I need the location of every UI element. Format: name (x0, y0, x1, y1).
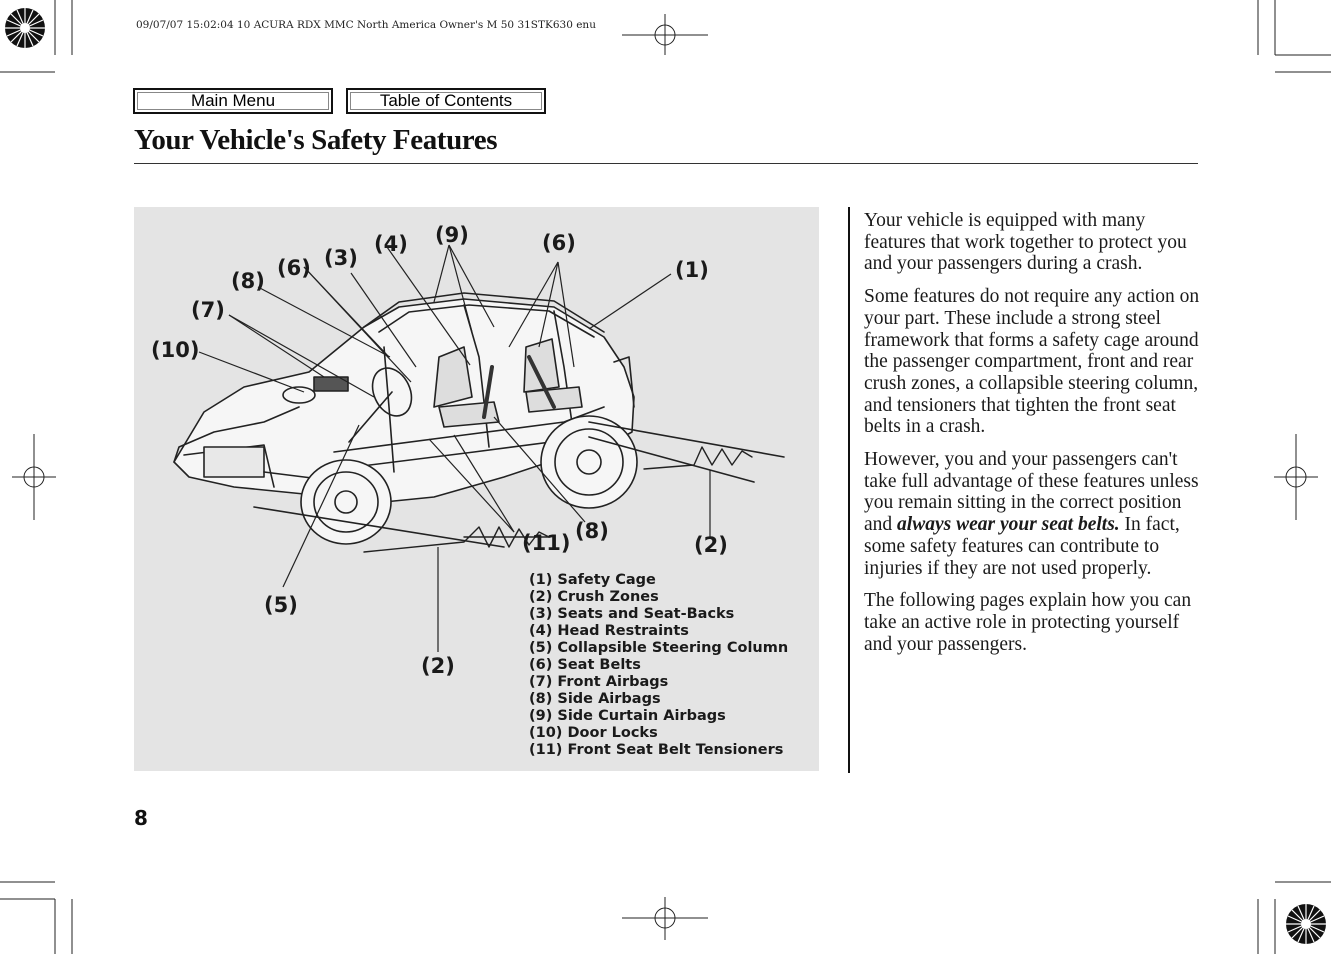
vehicle-cutaway-illustration (173, 244, 785, 652)
emphasis-text: always wear your seat belts. (897, 514, 1120, 536)
callout-8-top: (8) (231, 269, 265, 293)
legend-item: (8) Side Airbags (529, 691, 661, 707)
callout-6-front: (6) (277, 256, 311, 280)
body-text: Your vehicle is equipped with many featu… (864, 210, 1204, 666)
legend-item: (1) Safety Cage (529, 572, 656, 588)
page-title: Your Vehicle's Safety Features (134, 124, 498, 156)
legend-item: (11) Front Seat Belt Tensioners (529, 742, 784, 758)
paragraph-intro: Your vehicle is equipped with many featu… (864, 210, 1187, 275)
main-menu-button[interactable]: Main Menu (133, 88, 333, 114)
starburst-mark-top-left (5, 8, 45, 48)
legend-item: (3) Seats and Seat-Backs (529, 606, 735, 622)
registration-mark-top (622, 14, 708, 55)
callout-1: (1) (675, 258, 709, 282)
print-metadata: 09/07/07 15:02:04 10 ACURA RDX MMC North… (136, 19, 596, 31)
callout-6-rear: (6) (542, 231, 576, 255)
legend-item: (4) Head Restraints (529, 623, 689, 639)
callout-9: (9) (435, 223, 469, 247)
legend-item: (7) Front Airbags (529, 674, 669, 690)
callout-7: (7) (191, 298, 225, 322)
page-number: 8 (134, 806, 148, 830)
callout-5: (5) (264, 593, 298, 617)
registration-mark-left (12, 434, 56, 520)
paragraph-seat-belts: However, you and your passengers can't t… (864, 449, 1204, 579)
legend-item: (2) Crush Zones (529, 589, 659, 605)
callout-2-front: (2) (421, 654, 455, 678)
callout-8-bottom: (8) (575, 519, 609, 543)
callout-2-rear: (2) (694, 533, 728, 557)
legend-item: (10) Door Locks (529, 725, 658, 741)
column-divider (848, 207, 850, 773)
legend-item: (6) Seat Belts (529, 657, 641, 673)
table-of-contents-button[interactable]: Table of Contents (346, 88, 546, 114)
starburst-mark-bottom-right (1286, 904, 1326, 944)
paragraph-active-role: The following pages explain how you can … (864, 590, 1192, 655)
paragraph-text: However, you and your passengers can't t… (864, 449, 1199, 536)
callout-10: (10) (151, 338, 200, 362)
registration-mark-right (1274, 434, 1318, 520)
legend-item: (5) Collapsible Steering Column (529, 640, 789, 656)
callout-11: (11) (522, 531, 571, 555)
registration-mark-bottom (622, 897, 708, 940)
legend-item: (9) Side Curtain Airbags (529, 708, 726, 724)
figure-legend: (1) Safety Cage (2) Crush Zones (3) Seat… (529, 572, 788, 759)
title-divider (134, 163, 1198, 164)
callout-4: (4) (374, 232, 408, 256)
callout-3: (3) (324, 246, 358, 270)
paragraph-passive-features: Some features do not require any action … (864, 286, 1200, 438)
paragraph-text: In fact, some safety features can contri… (864, 514, 1180, 579)
